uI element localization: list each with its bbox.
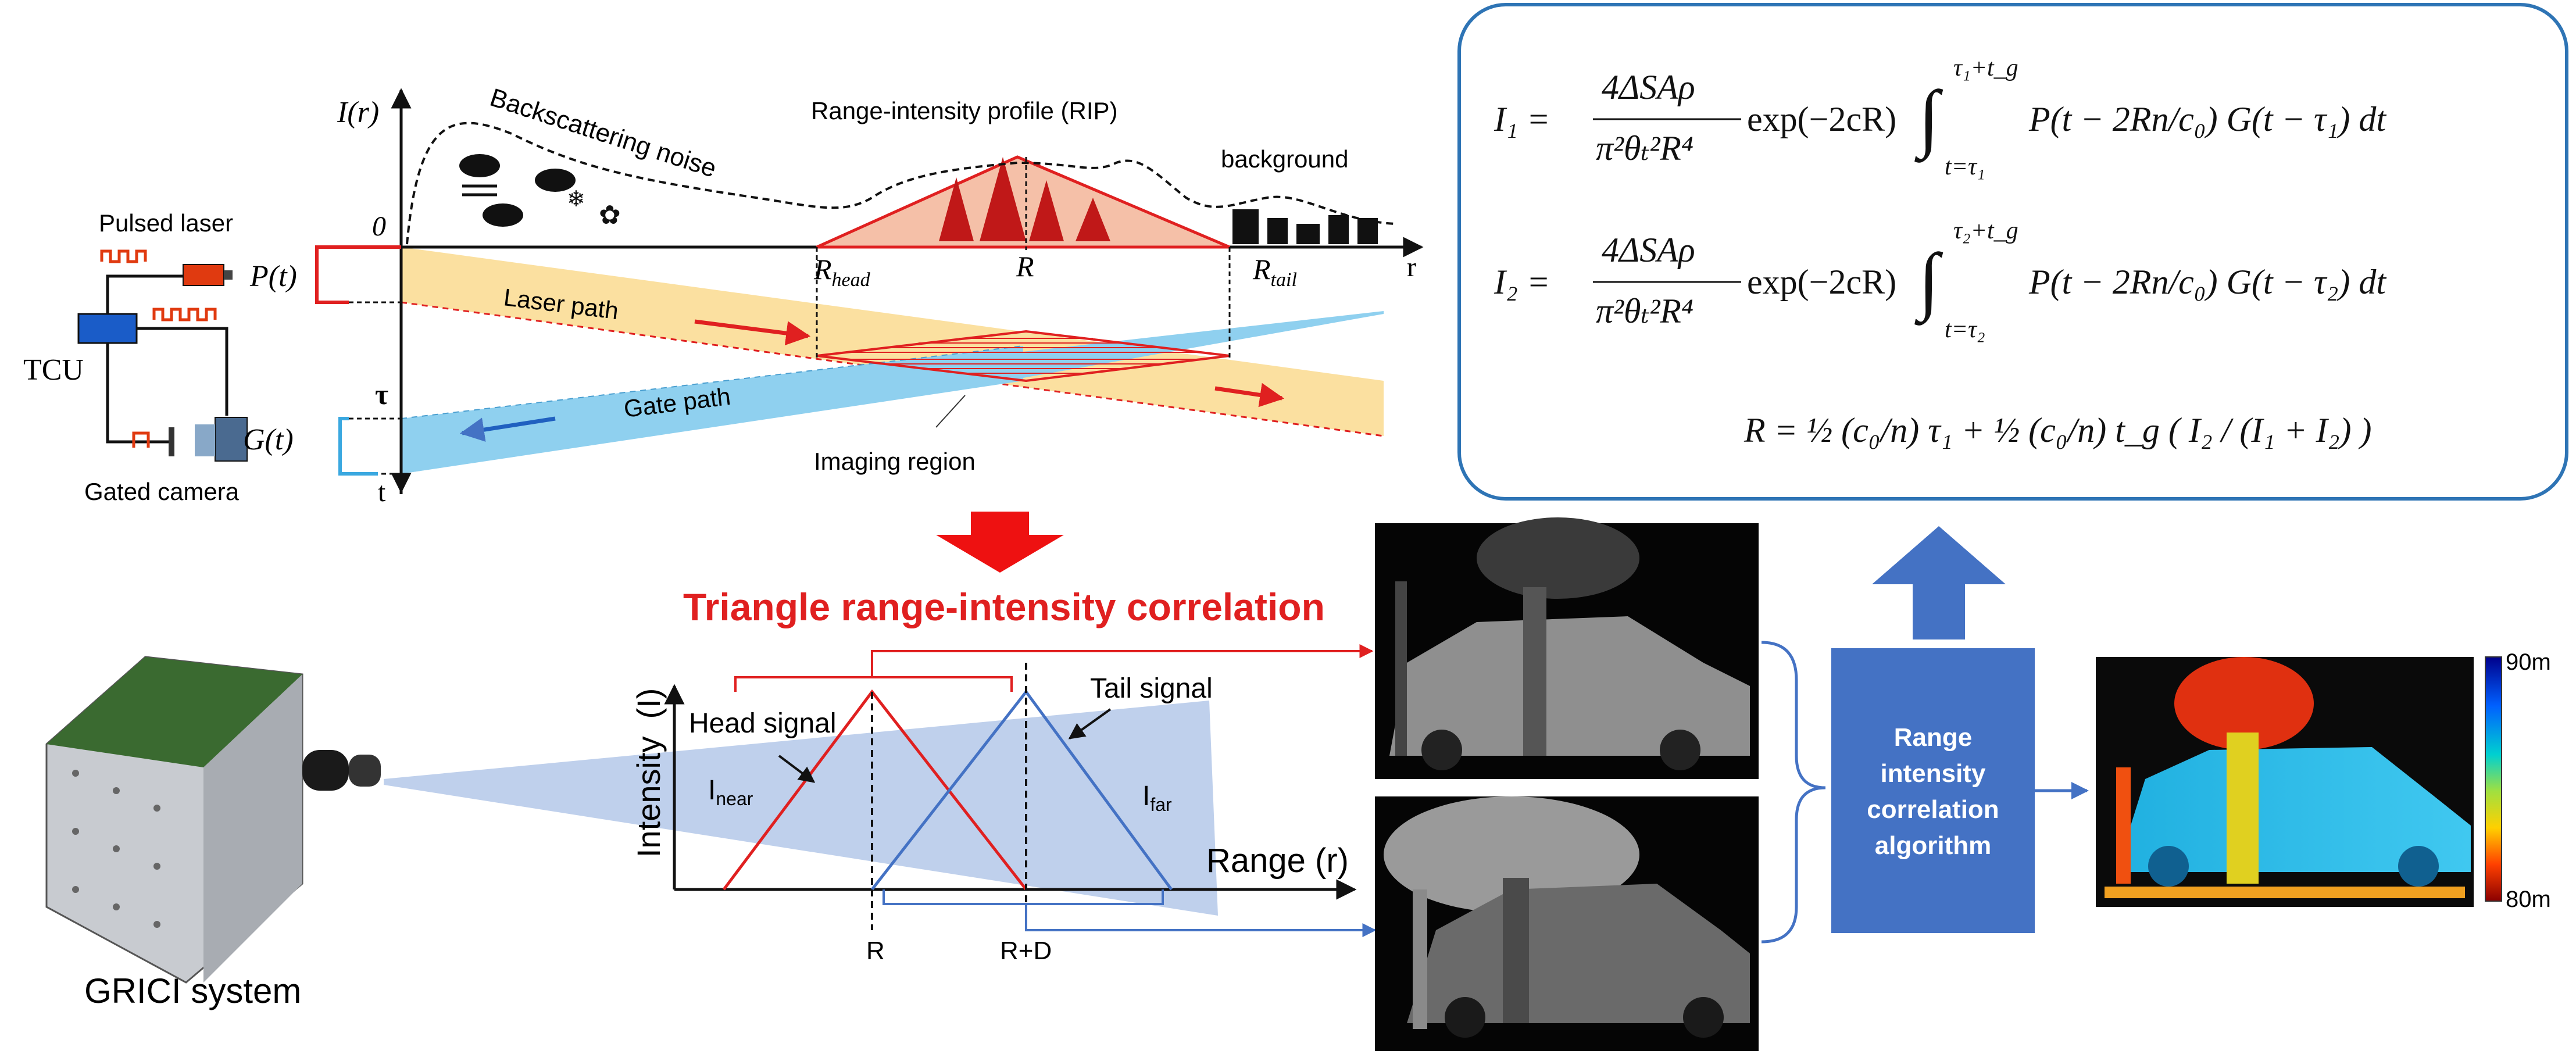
correlation-chart: Triangle range-intensity correlation Int… [384, 585, 1377, 965]
eq-i1-lhs: I₁ = [1494, 100, 1550, 138]
weather-icons: ❄ ✿ [459, 154, 621, 230]
axis-t-label: t [378, 477, 386, 508]
algorithm-box: Range intensity correlation algorithm [1831, 648, 2035, 933]
eq-i1-rest: exp(−2cR) [1747, 100, 1896, 138]
g-gate [338, 417, 378, 476]
merge-brace [1761, 641, 1826, 944]
near-image [1375, 517, 1759, 779]
gated-camera-label: Gated camera [84, 478, 240, 505]
backscatter-curve [406, 122, 1396, 245]
background-icons [1232, 209, 1378, 244]
correlation-title: Triangle range-intensity correlation [683, 585, 1325, 628]
origin-label: 0 [372, 211, 386, 242]
eq-i1-int-bot: t=τ₁ [1945, 153, 1985, 180]
red-down-arrow [936, 512, 1064, 573]
laser-device [183, 264, 224, 286]
eq-i2-int-bot: t=τ₂ [1945, 316, 1985, 343]
eq-i2-tail: P(t − 2Rn/c₀) G(t − τ₂) dt [2028, 263, 2386, 301]
axis-i-label: I(r) [337, 96, 379, 129]
y-axis-label: Intensity(I) [630, 688, 667, 858]
eq-r: R = ½ (c₀/n) τ₁ + ½ (c₀/n) t_g ( I₂ / (I… [1743, 411, 2371, 449]
beam [384, 701, 1218, 916]
eq-i1-tail: P(t − 2Rn/c₀) G(t − τ₁) dt [2028, 100, 2386, 138]
algorithm-line1: Range [1894, 723, 1972, 752]
eq-i2-rest: exp(−2cR) [1747, 263, 1896, 301]
colorbar: 90m 80m [2485, 649, 2551, 912]
tick-rd: R+D [1000, 937, 1052, 965]
head-signal-label: Head signal [689, 708, 837, 739]
grici-device: GRICI system [45, 656, 381, 1010]
tail-signal-label: Tail signal [1090, 673, 1213, 704]
background-label: background [1221, 145, 1349, 173]
tau-label: τ [375, 378, 388, 410]
svg-text:❄: ❄ [567, 187, 585, 212]
depth-map [2096, 657, 2474, 907]
eq-i2-den: π²θₜ²R⁴ [1596, 292, 1693, 330]
equation-box: I₁ = 4ΔSAρ π²θₜ²R⁴ exp(−2cR) ∫ τ₁+t_g t=… [1457, 3, 2568, 501]
tree-icons [939, 157, 1110, 241]
algorithm-line3: correlation [1867, 795, 1999, 824]
far-image [1375, 796, 1759, 1051]
svg-text:∫: ∫ [1914, 238, 1943, 326]
i-near-label: Inear [708, 775, 753, 809]
algorithm-line4: algorithm [1875, 831, 1991, 860]
rip-triangle [816, 155, 1230, 249]
svg-text:∫: ∫ [1914, 76, 1943, 163]
camera-device [215, 417, 248, 462]
laser-schematic: ❄ ✿ [23, 83, 1424, 508]
grici-label: GRICI system [84, 971, 301, 1010]
eq-i1-num: 4ΔSAρ [1602, 68, 1695, 106]
tick-r: R [866, 937, 885, 965]
blue-up-arrow [1872, 526, 2006, 639]
colorbar-top: 90m [2506, 649, 2551, 675]
r-tail-label: Rtail [1252, 253, 1297, 291]
svg-text:✿: ✿ [599, 200, 621, 230]
pulsed-laser-label: Pulsed laser [99, 209, 233, 237]
p-pulse [315, 245, 401, 304]
x-axis-label: Range (r) [1206, 842, 1349, 880]
axis-r-label: r [1407, 252, 1416, 283]
tcu-box [77, 313, 138, 344]
r-mid-label: R [1016, 250, 1034, 283]
i-far-label: Ifar [1142, 781, 1172, 815]
p-label: P(t) [249, 260, 297, 293]
tcu-label: TCU [23, 353, 84, 387]
r-head-label: Rhead [813, 253, 871, 291]
g-label: G(t) [243, 423, 294, 456]
eq-i2-int-top: τ₂+t_g [1953, 217, 2018, 244]
eq-i1-int-top: τ₁+t_g [1953, 55, 2018, 81]
imaging-region-label: Imaging region [814, 448, 976, 475]
eq-i2-lhs: I₂ = [1494, 263, 1550, 301]
eq-i2-num: 4ΔSAρ [1602, 231, 1695, 269]
colorbar-bottom: 80m [2506, 887, 2551, 912]
rip-label: Range-intensity profile (RIP) [811, 97, 1118, 124]
laser-path-band [401, 247, 1384, 436]
eq-i1-den: π²θₜ²R⁴ [1596, 129, 1693, 167]
algorithm-line2: intensity [1881, 759, 1986, 788]
